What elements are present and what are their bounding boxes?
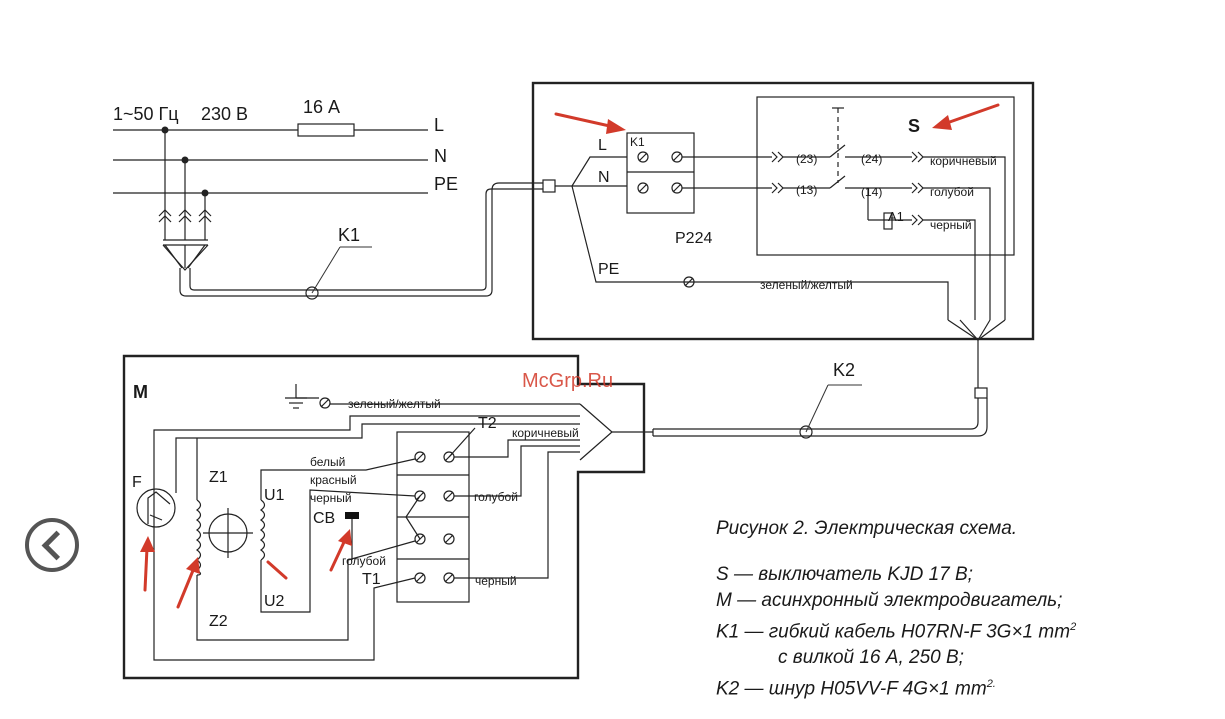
line-N-label: N — [434, 146, 447, 166]
legend-k1-cont: с вилкой 16 А, 250 В; — [778, 647, 964, 669]
legend-k2-text: K2 — шнур H05VV-F 4G×1 mm — [716, 678, 987, 700]
terminal-block-name: P224 — [675, 230, 712, 247]
terminal-T1-label: T1 — [362, 571, 381, 588]
line-L-label: L — [434, 115, 444, 135]
supply-lines — [113, 123, 428, 271]
motor-box — [122, 354, 653, 680]
legend-m: M — асинхронный электродвигатель; — [716, 590, 1063, 611]
chevron-left-icon — [41, 530, 72, 561]
winding-U2-label: U2 — [264, 593, 285, 610]
contact-13: (13) — [796, 183, 817, 197]
contact-24: (24) — [861, 152, 882, 166]
box-L-label: L — [598, 137, 607, 154]
legend-k1: K1 — гибкий кабель H07RN-F 3G×1 mm2 — [716, 614, 1186, 645]
motor-brown-label: коричневый — [512, 426, 579, 440]
motor-blue-label: голубой — [474, 490, 518, 504]
legend-k2-sup: 2. — [986, 678, 996, 691]
protector-F-label: F — [132, 474, 142, 491]
motor-black-label: черный — [310, 491, 352, 505]
back-button[interactable] — [25, 518, 79, 572]
fuse-rating: 16 А — [303, 97, 340, 117]
legend-k1-text: K1 — гибкий кабель H07RN-F 3G×1 mm — [716, 621, 1071, 643]
highlight-arrows — [140, 103, 1000, 609]
motor-black2-label: черный — [475, 574, 517, 588]
contact-23: (23) — [796, 152, 817, 166]
legend-s: S — выключатель KJD 17 B; — [716, 564, 973, 585]
motor-green-yellow-label: зеленый/желтый — [348, 397, 441, 411]
cable-k1-label: K1 — [338, 225, 360, 245]
cable-k2 — [652, 340, 988, 439]
wire-black-label: черный — [930, 218, 972, 232]
legend-k1-sup: 2 — [1070, 621, 1077, 633]
motor-M-label: M — [133, 382, 148, 402]
supply-frequency: 1~50 Гц — [113, 104, 179, 124]
switch-S-label: S — [908, 116, 920, 136]
motor-white-label: белый — [310, 455, 345, 469]
watermark: McGrp.Ru — [522, 370, 613, 392]
legend-k2: K2 — шнур H05VV-F 4G×1 mm2. — [716, 671, 1186, 702]
wire-blue-label: голубой — [930, 185, 974, 199]
switch-box — [531, 81, 1035, 341]
contact-A1: A1 — [888, 209, 904, 224]
figure-caption: Рисунок 2. Электрическая схема. — [716, 518, 1018, 539]
motor-red-label: красный — [310, 473, 357, 487]
terminal-block-k1-label: K1 — [630, 135, 645, 149]
box-PE-label: PE — [598, 261, 619, 278]
line-PE-label: PE — [434, 174, 458, 194]
wire-brown-label: коричневый — [930, 154, 997, 168]
box-N-label: N — [598, 169, 610, 186]
supply-voltage: 230 В — [201, 104, 248, 124]
cable-k2-label: K2 — [833, 360, 855, 380]
terminal-T2-label: T2 — [478, 415, 497, 432]
cable-k1 — [179, 179, 556, 300]
motor-blue2-label: голубой — [342, 554, 386, 568]
winding-U1-label: U1 — [264, 487, 285, 504]
winding-Z2-label: Z2 — [209, 613, 228, 630]
capacitor-CB-label: CB — [313, 510, 335, 527]
contact-14: (14) — [861, 185, 882, 199]
winding-Z1-label: Z1 — [209, 469, 228, 486]
diagram-legend: Рисунок 2. Электрическая схема. S — выкл… — [716, 516, 1186, 703]
wire-green-yellow-label: зеленый/желтый — [760, 278, 853, 292]
